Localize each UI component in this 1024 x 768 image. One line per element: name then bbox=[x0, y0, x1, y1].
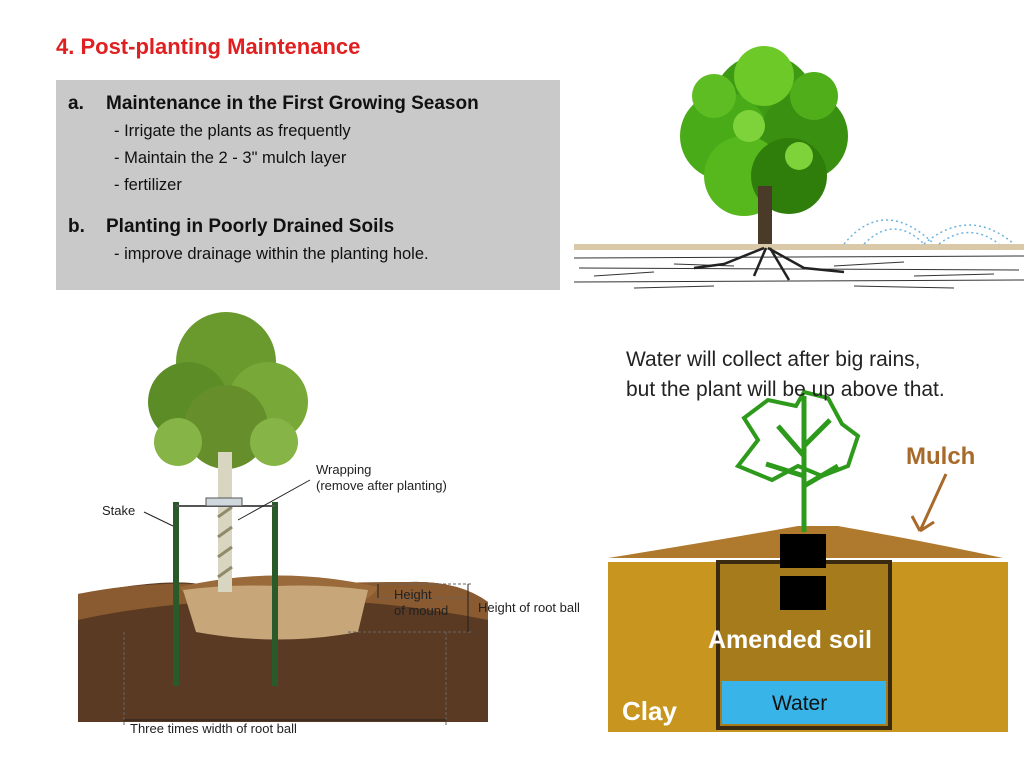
caption-line-1: Water will collect after big rains, bbox=[626, 348, 920, 371]
irrigated-tree-illustration bbox=[574, 46, 1024, 289]
wrapping-leader bbox=[237, 479, 311, 521]
section-first-season: a. Maintenance in the First Growing Seas… bbox=[68, 90, 548, 199]
mulch-arrow bbox=[910, 473, 948, 533]
stake-label: Stake bbox=[102, 503, 135, 518]
tree-trunk bbox=[218, 452, 232, 592]
root-ball-label: Height of root ball bbox=[478, 600, 580, 615]
planting-cross-section: Stake Wrapping (remove after planting) H… bbox=[78, 312, 580, 736]
tie-clip bbox=[205, 497, 243, 507]
water-pocket bbox=[722, 681, 886, 724]
soil-lines bbox=[574, 255, 1024, 289]
text-box: a. Maintenance in the First Growing Seas… bbox=[56, 80, 560, 290]
trunk-wrapping bbox=[217, 505, 233, 579]
slide-title: 4. Post-planting Maintenance bbox=[56, 34, 361, 59]
tree-trunk bbox=[758, 186, 772, 248]
tree-canopy bbox=[680, 46, 848, 216]
root-block-top bbox=[780, 534, 826, 568]
left-stake bbox=[173, 502, 179, 686]
mound-sublabel: of mound bbox=[394, 603, 448, 618]
stake-leader bbox=[143, 511, 174, 527]
wrapping-sublabel: (remove after planting) bbox=[316, 478, 447, 493]
section-poor-drainage: b. Planting in Poorly Drained Soils - im… bbox=[68, 213, 548, 268]
water-label: Water bbox=[772, 692, 827, 715]
mound-label: Height bbox=[394, 587, 432, 602]
section-heading: a. Maintenance in the First Growing Seas… bbox=[68, 90, 548, 118]
dimension-lines bbox=[123, 583, 473, 727]
section-title: Maintenance in the First Growing Season bbox=[106, 93, 479, 114]
raised-planting-diagram: Water will collect after big rains, but … bbox=[608, 348, 1008, 732]
ground-surface bbox=[574, 244, 1024, 250]
bullet-line: - Maintain the 2 - 3" mulch layer bbox=[114, 149, 347, 167]
clay-label: Clay bbox=[622, 696, 677, 726]
caption-line-2: but the plant will be up above that. bbox=[626, 378, 945, 401]
section-heading: b. Planting in Poorly Drained Soils bbox=[68, 213, 548, 241]
plant-canopy bbox=[734, 389, 861, 483]
section-letter: b. bbox=[68, 216, 85, 237]
bullet-line: - fertilizer bbox=[114, 176, 182, 194]
bullet-line: - Irrigate the plants as frequently bbox=[114, 122, 351, 140]
soil-ground bbox=[78, 581, 488, 722]
section-letter: a. bbox=[68, 93, 84, 114]
plant-stem bbox=[765, 396, 840, 532]
soil-surface bbox=[78, 581, 488, 620]
tree-crown bbox=[148, 312, 308, 469]
water-spray bbox=[843, 219, 1015, 245]
right-stake bbox=[272, 502, 278, 686]
amended-soil-label: Amended soil bbox=[708, 626, 872, 654]
wrapping-label: Wrapping bbox=[316, 462, 371, 477]
section-title: Planting in Poorly Drained Soils bbox=[106, 216, 395, 237]
root-block-bottom bbox=[780, 576, 826, 610]
width-label: Three times width of root ball bbox=[130, 721, 297, 736]
mulch-label: Mulch bbox=[906, 443, 975, 470]
bullet-line: - improve drainage within the planting h… bbox=[114, 245, 429, 263]
tree-roots bbox=[693, 246, 845, 281]
